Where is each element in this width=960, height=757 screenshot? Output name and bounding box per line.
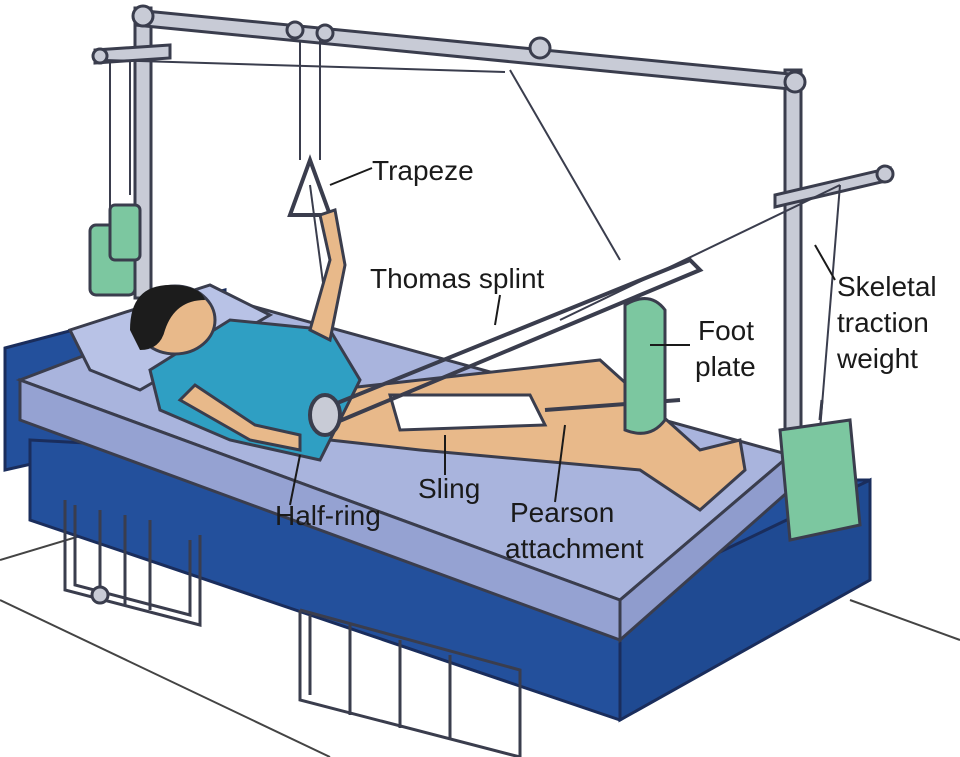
counterweight-left: [88, 203, 142, 297]
label-foot-plate: Foot plate: [695, 315, 762, 382]
label-skeletal-traction-weight: Skeletal traction weight: [836, 271, 944, 374]
label-skeletal-line3: weight: [836, 343, 918, 374]
label-foot-plate-line2: plate: [695, 351, 756, 382]
label-pearson-attachment: Pearson attachment: [505, 497, 644, 564]
side-rail-left: [63, 500, 202, 627]
side-rail-right: [298, 608, 522, 757]
patient-forearm: [177, 383, 302, 452]
label-pearson-line1: Pearson: [510, 497, 614, 528]
label-pearson-line2: attachment: [505, 533, 644, 564]
label-thomas-splint: Thomas splint: [370, 263, 545, 294]
patient-hair: [130, 285, 205, 350]
label-trapeze: Trapeze: [372, 155, 474, 186]
label-half-ring: Half-ring: [275, 500, 381, 531]
label-foot-plate-line1: Foot: [698, 315, 754, 346]
leader-lines: [289, 167, 836, 506]
label-skeletal-line1: Skeletal: [837, 271, 937, 302]
label-sling: Sling: [418, 473, 480, 504]
thomas-splint: [308, 257, 704, 437]
foot-plate: [623, 297, 667, 435]
trapeze-bar: [287, 154, 333, 217]
skeletal-traction-weight-bag: [778, 399, 862, 542]
leg-bandage: [388, 393, 548, 432]
patient-arm: [308, 208, 347, 343]
label-skeletal-line2: traction: [837, 307, 929, 338]
